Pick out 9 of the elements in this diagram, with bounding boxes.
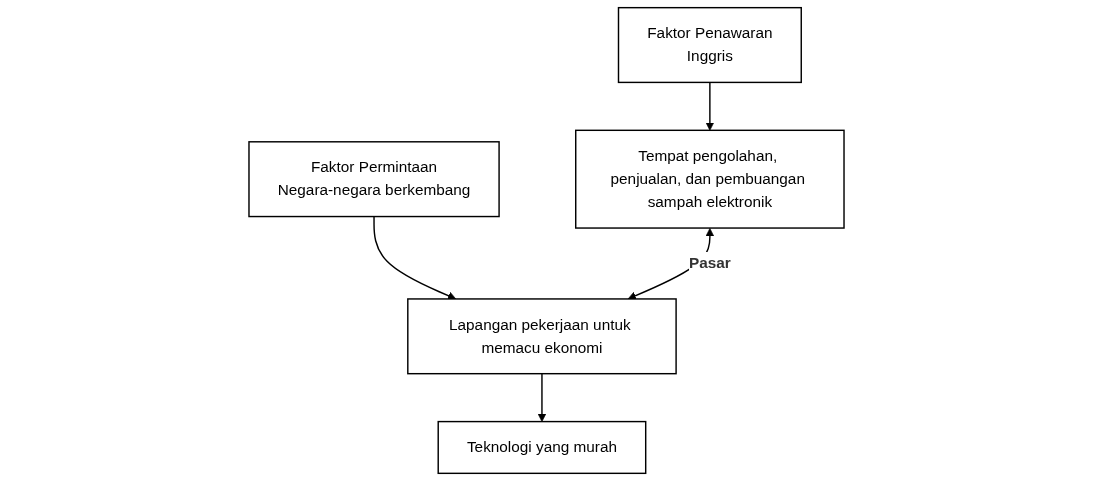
node-box: Faktor Penawaran Inggris <box>617 6 802 84</box>
node-box: Tempat pengolahan, penjualan, dan pembuangan sampah elektronik <box>575 129 845 229</box>
arrow <box>705 81 715 131</box>
node-box: Lapangan pekerjaan untuk memacu ekonomi <box>407 298 677 375</box>
node-box: Teknologi yang murah <box>437 420 647 475</box>
arrow <box>537 372 547 422</box>
edge-label: Pasar <box>688 254 731 272</box>
node-box: Faktor Permintaan Negara-negara berkembang <box>248 141 500 218</box>
arrow <box>373 215 457 300</box>
